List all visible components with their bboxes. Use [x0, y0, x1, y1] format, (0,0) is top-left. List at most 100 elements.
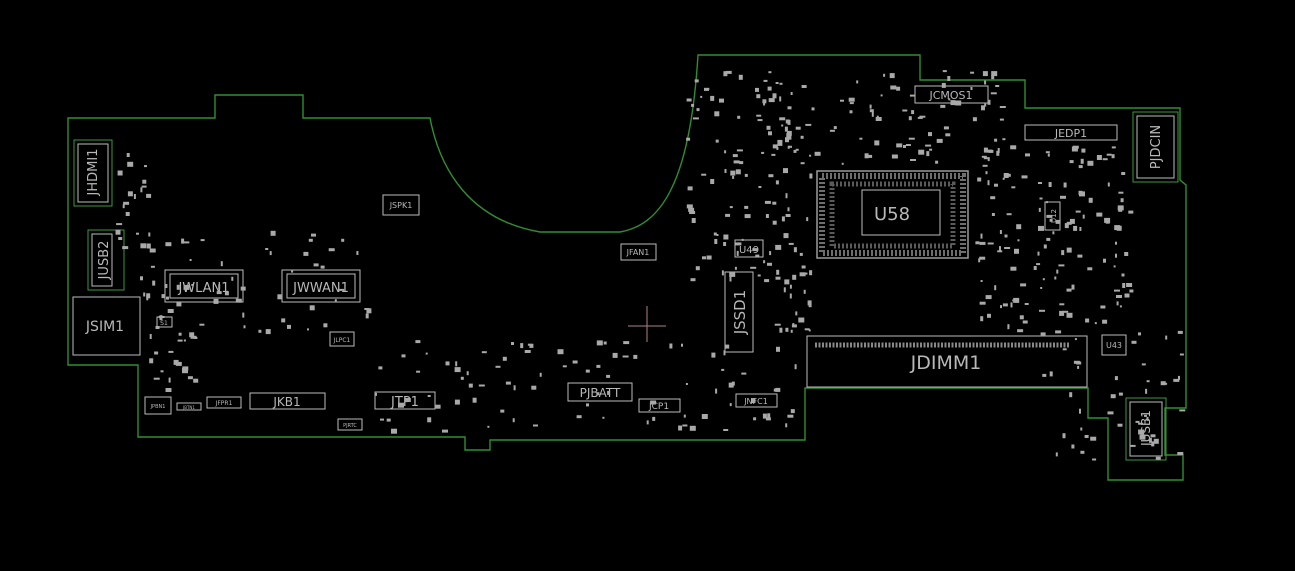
pad	[723, 242, 727, 246]
pad	[652, 416, 656, 421]
connector-jnfc1[interactable]: JNFC1	[735, 393, 778, 408]
pad	[982, 71, 988, 77]
pad	[955, 100, 962, 106]
pad	[1096, 212, 1103, 217]
pad	[987, 313, 991, 318]
pad	[1121, 273, 1125, 277]
pad	[189, 332, 195, 338]
pad	[980, 233, 983, 239]
pad	[789, 284, 792, 289]
pad	[723, 71, 728, 77]
cpu-package-u58[interactable]: U58	[816, 170, 969, 259]
pad	[688, 207, 695, 212]
cmos-label: JCMOS1	[928, 89, 972, 102]
pad	[200, 239, 205, 242]
pad	[154, 351, 159, 355]
pad	[1019, 315, 1024, 320]
pad	[1100, 305, 1106, 309]
connector-jusb2[interactable]: JUSB2	[87, 229, 125, 291]
connector-jusb1[interactable]: JUSB1	[1125, 397, 1167, 461]
pad	[777, 139, 783, 142]
pad	[1130, 444, 1136, 447]
pad	[752, 248, 759, 252]
pad	[997, 250, 1003, 253]
pad	[1058, 264, 1065, 267]
pad	[291, 269, 294, 273]
connector-jkb1[interactable]: JKB1	[249, 392, 326, 410]
pad	[799, 272, 806, 277]
ic-u43[interactable]: U43	[1101, 334, 1127, 356]
pad	[153, 377, 160, 380]
pad	[1124, 252, 1129, 256]
pad	[1033, 266, 1037, 270]
pad	[1144, 414, 1147, 417]
pad	[791, 324, 797, 328]
pad	[1017, 329, 1024, 333]
batt-label: PJBATT	[580, 386, 621, 400]
connector-jlpc1[interactable]: JLPC1	[329, 331, 355, 347]
pad	[784, 279, 790, 285]
connector-jfpr1[interactable]: JFPR1	[206, 396, 242, 409]
connector-jpbn1[interactable]: JPBN1	[144, 396, 172, 415]
pad	[744, 214, 751, 219]
pad	[891, 154, 898, 159]
pad	[460, 376, 464, 380]
pad	[801, 265, 806, 269]
pad	[1079, 227, 1082, 231]
pad	[789, 293, 792, 299]
pad	[115, 229, 121, 235]
pad	[714, 111, 720, 117]
switch-s1[interactable]: S1	[156, 316, 173, 328]
pad	[1179, 353, 1184, 356]
pad	[183, 284, 190, 290]
pad	[1062, 433, 1066, 439]
pad	[146, 297, 149, 301]
pad	[849, 102, 854, 105]
pad	[178, 332, 182, 336]
connector-jedp1[interactable]: JEDP1	[1024, 124, 1118, 141]
pad	[1069, 218, 1075, 224]
connector-jhdmi1[interactable]: JHDMI1	[73, 139, 113, 207]
connector-jdimm1[interactable]: JDIMM1	[806, 335, 1088, 388]
pad	[771, 153, 776, 156]
pad	[576, 415, 582, 419]
pad	[187, 376, 193, 380]
connector-jcp1[interactable]: JCP1	[638, 398, 681, 413]
pad	[772, 220, 777, 225]
connector-pjrtc[interactable]: PJRTC	[337, 418, 363, 431]
connector-jbtn1[interactable]: JBTN1	[176, 402, 202, 411]
pad	[808, 329, 811, 332]
pad	[427, 417, 432, 423]
pad	[1062, 310, 1069, 313]
pad	[311, 233, 316, 237]
pad	[1111, 154, 1115, 159]
pad	[997, 148, 1000, 153]
pad	[883, 73, 886, 77]
pad	[787, 145, 790, 149]
ic-u12[interactable]: U12	[1044, 201, 1061, 231]
pad	[756, 94, 761, 99]
connector-jwwan1[interactable]: JWWAN1	[281, 269, 361, 303]
pad	[864, 153, 869, 159]
pad	[785, 193, 788, 199]
pad	[738, 74, 743, 80]
pad	[763, 100, 766, 106]
pad	[1107, 411, 1114, 415]
connector-pjbatt[interactable]: PJBATT	[567, 382, 633, 402]
pad	[800, 135, 804, 139]
pad	[1111, 146, 1116, 149]
ic-u49[interactable]: U49	[734, 239, 764, 258]
connector-jtp1[interactable]: JTP1	[374, 391, 436, 410]
pad	[978, 258, 981, 263]
connector-pjdcin[interactable]: PJDCIN	[1132, 111, 1179, 183]
pad	[928, 132, 932, 137]
connector-jfan1[interactable]: JFAN1	[620, 243, 657, 261]
crosshair-cursor	[628, 306, 666, 342]
pad	[909, 94, 915, 97]
connector-jsim1[interactable]: JSIM1	[72, 296, 141, 356]
connector-jspk1[interactable]: JSPK1	[382, 194, 420, 216]
pad	[814, 151, 821, 156]
connector-jssd1[interactable]: JSSD1	[724, 271, 754, 353]
pad	[1116, 301, 1119, 306]
pad	[936, 138, 943, 143]
